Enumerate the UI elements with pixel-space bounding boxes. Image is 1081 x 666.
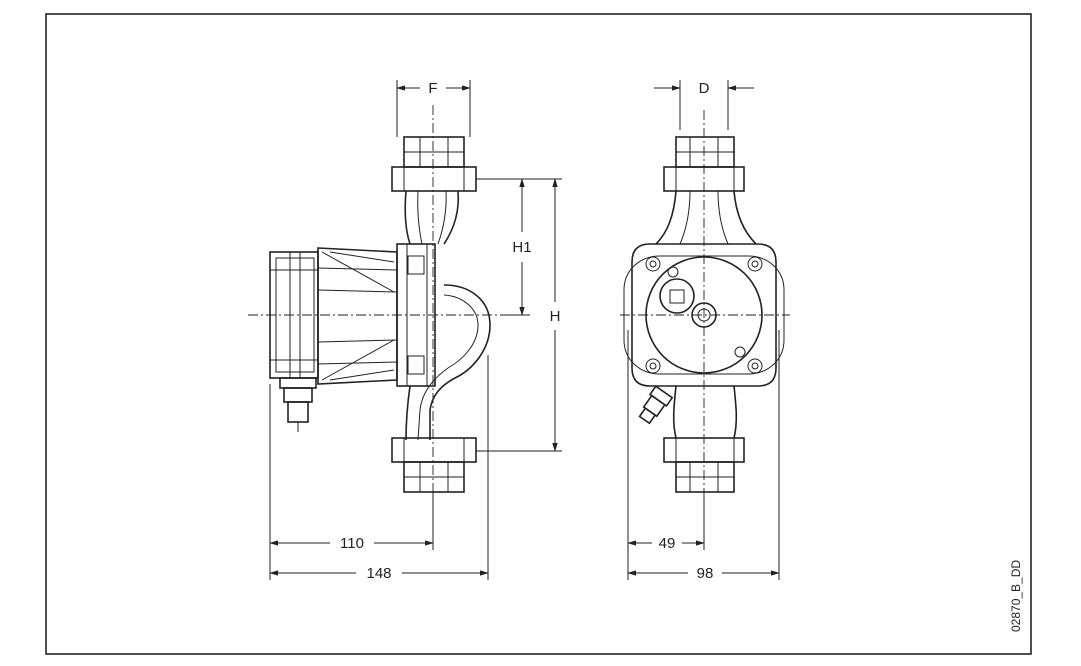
pump-side-view	[248, 105, 500, 540]
dim-label-49: 49	[659, 535, 676, 552]
dim-label-98: 98	[697, 565, 714, 582]
dim-label-f: F	[428, 80, 437, 97]
dim-label-110: 110	[340, 535, 364, 552]
drawing-reference-code: 02870_B_DD	[1009, 560, 1023, 632]
dim-label-d: D	[699, 80, 710, 97]
dim-label-148: 148	[366, 565, 391, 582]
drawing-frame	[45, 13, 1032, 655]
dim-label-h1: H1	[512, 239, 531, 256]
dimension-lines	[269, 80, 780, 580]
dim-label-h: H	[550, 308, 561, 325]
pump-front-view	[620, 110, 790, 545]
